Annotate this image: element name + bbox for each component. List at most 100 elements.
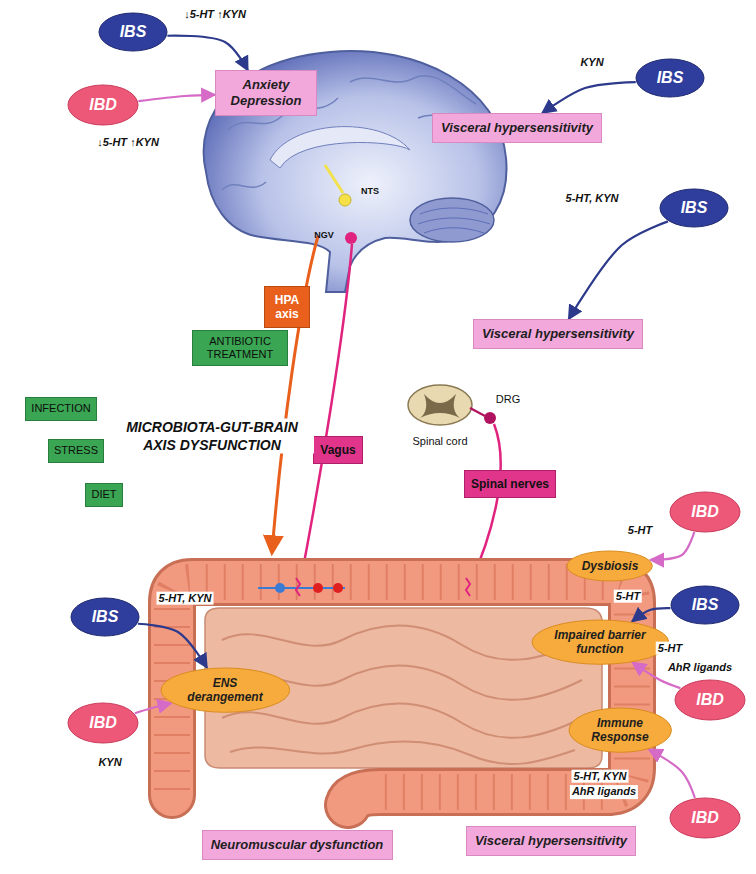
connector-arrow	[569, 221, 668, 319]
condition-ellipse: IBD	[669, 797, 741, 839]
condition-ellipse: IBD	[67, 702, 139, 744]
grey-matter	[420, 394, 460, 418]
edge-label: 5-HT	[626, 524, 654, 537]
corpus-callosum	[270, 127, 410, 168]
ellipse-shape	[670, 492, 740, 532]
mediator-label: AhR ligands	[666, 661, 734, 675]
nerve-box: Vagus	[313, 436, 362, 464]
brain-outline	[204, 51, 507, 292]
connector-arrow	[542, 82, 636, 113]
pathway-box: HPA axis	[264, 286, 310, 329]
region-label: NTS	[361, 186, 379, 197]
connector-arrow	[135, 703, 171, 713]
spinal-cord-section	[408, 385, 472, 425]
node-text: DIET	[91, 488, 116, 501]
ellipse-shape	[636, 59, 704, 97]
brain	[204, 51, 507, 292]
edge-label: 5-HT	[656, 642, 684, 655]
nerve-box: Spinal nerves	[464, 470, 556, 498]
edge-label: 5-HT, KYN	[564, 192, 621, 205]
node-text: Neuromuscular dysfunction	[211, 837, 384, 853]
connector-arrow	[167, 36, 247, 71]
gut	[172, 578, 632, 805]
brain-gyrus	[350, 76, 476, 104]
node-text: HPA axis	[270, 293, 304, 322]
node-text: Visceral hypersensitivity	[441, 120, 593, 136]
node-text: Immune Response	[585, 716, 655, 745]
enteric-neuron	[333, 583, 343, 593]
node-text: IBD	[696, 690, 724, 709]
node-text: IBS	[681, 198, 708, 217]
connector-arrow	[632, 608, 670, 621]
condition-ellipse: IBS	[98, 12, 168, 52]
node-text: IBD	[691, 502, 719, 521]
ellipse-shape	[161, 668, 290, 712]
ellipse-shape	[532, 620, 669, 664]
intestine-loop	[230, 742, 575, 765]
node-text: IBD	[691, 808, 719, 827]
node-text: IBD	[89, 713, 117, 732]
tract-line	[325, 165, 343, 193]
region-label: NGV	[314, 230, 334, 241]
edge-label: 5-HT, KYN	[572, 770, 629, 783]
node-text: IBS	[92, 607, 119, 626]
part-label: Spinal cord	[412, 435, 467, 449]
intestine-loop	[222, 704, 582, 738]
node-text: Impaired barrier function	[552, 628, 648, 657]
factor-box: INFECTION	[25, 397, 96, 420]
node-text: Anxiety Depression	[224, 77, 308, 108]
cerebellum	[410, 198, 494, 242]
enteric-neuron-fibre	[258, 587, 345, 589]
ellipse-shape	[68, 85, 138, 125]
connector-arrow	[649, 749, 695, 797]
ellipse-shape	[71, 598, 139, 636]
nerve-ending	[296, 578, 300, 596]
mediator-label: AhR ligands	[570, 785, 638, 799]
node-text: IBS	[120, 22, 147, 41]
factor-box: DIET	[85, 483, 122, 506]
effect-box: Visceral hypersensitivity	[473, 319, 643, 349]
edge-label: KYN	[578, 56, 605, 69]
connector-arrow	[138, 95, 215, 101]
ellipse-shape	[660, 189, 728, 227]
ellipse-shape	[569, 708, 671, 752]
node-text: Visceral hypersensitivity	[482, 326, 634, 342]
connector-arrow	[138, 624, 207, 668]
edge-label: ↓5-HT ↑KYN	[95, 136, 161, 149]
nerve-ending	[466, 578, 470, 596]
enteric-neuron	[275, 583, 285, 593]
condition-ellipse: IBS	[70, 597, 140, 637]
mechanism-ellipse: Dysbiosis	[566, 550, 653, 582]
edge-label: KYN	[96, 756, 123, 769]
ellipse-shape	[671, 586, 739, 624]
ellipse-shape	[670, 798, 740, 838]
factor-box: STRESS	[48, 439, 104, 462]
effect-box: Anxiety Depression	[215, 70, 317, 115]
node-text: ANTIBIOTIC TREATMENT	[198, 335, 282, 361]
mechanism-ellipse: ENS derangement	[160, 667, 291, 713]
ellipse-shape	[675, 680, 745, 720]
effect-box: Neuromuscular dysfunction	[202, 830, 393, 860]
factor-box: ANTIBIOTIC TREATMENT	[192, 330, 288, 366]
node-text: IBD	[89, 95, 117, 114]
edge-label: 5-HT, KYN	[157, 592, 214, 605]
ellipse-shape	[567, 551, 652, 581]
condition-ellipse: IBS	[635, 58, 705, 98]
part-label: DRG	[496, 393, 520, 407]
colon-outline	[172, 582, 632, 805]
node-text: ENS derangement	[180, 676, 270, 705]
hpa-axis-line	[272, 236, 318, 552]
root-line	[470, 408, 485, 416]
condition-ellipse: IBS	[670, 585, 740, 625]
effect-box: Visceral hypersensitivity	[432, 113, 602, 143]
mechanism-ellipse: Impaired barrier function	[531, 619, 670, 665]
condition-ellipse: IBD	[674, 679, 746, 721]
node-text: INFECTION	[31, 402, 90, 415]
node-text: Dysbiosis	[582, 559, 639, 573]
node-text: Visceral hypersensitivity	[475, 833, 627, 849]
drg-ganglion	[484, 412, 496, 424]
ngv-ganglion	[345, 232, 357, 244]
colon	[172, 582, 632, 805]
edge-label: 5-HT	[614, 590, 642, 603]
